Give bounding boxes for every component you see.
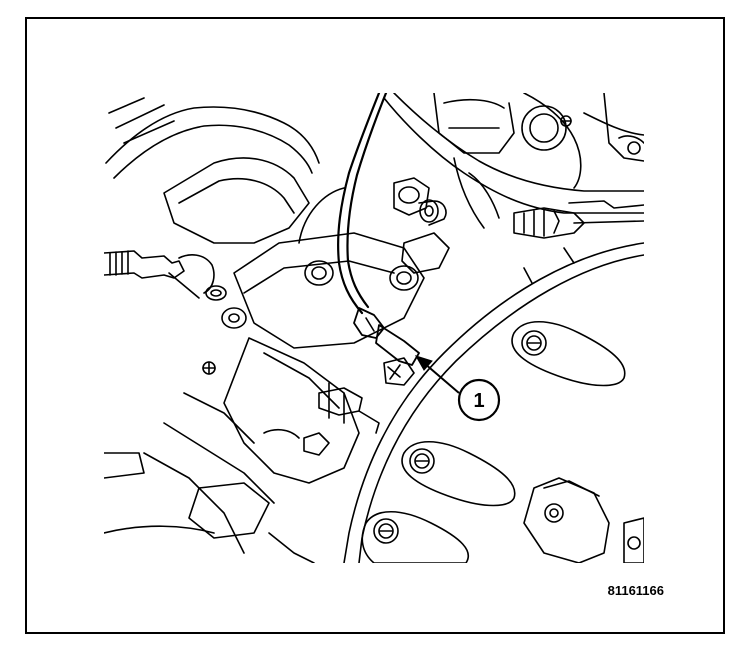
upper-right-housing bbox=[383, 93, 644, 239]
upper-left-housing bbox=[105, 97, 345, 244]
flywheel-housing bbox=[343, 242, 644, 563]
left-hose-connector bbox=[104, 250, 227, 301]
callout-1: 1 bbox=[457, 378, 501, 422]
sensor-wire bbox=[337, 93, 420, 366]
callout-leader bbox=[414, 355, 460, 394]
upper-bolts bbox=[389, 177, 450, 291]
sensor-bracket bbox=[263, 357, 415, 456]
figure-id: 81161166 bbox=[607, 583, 664, 598]
central-engine-block bbox=[104, 232, 425, 563]
bolt-boss-upper bbox=[511, 321, 626, 387]
bolt-boss-middle bbox=[401, 441, 516, 507]
engine-illustration: 1 bbox=[104, 93, 644, 563]
bolt-boss-lower bbox=[361, 511, 470, 563]
lower-right-bracket bbox=[523, 477, 644, 563]
callout-1-label: 1 bbox=[473, 390, 484, 412]
